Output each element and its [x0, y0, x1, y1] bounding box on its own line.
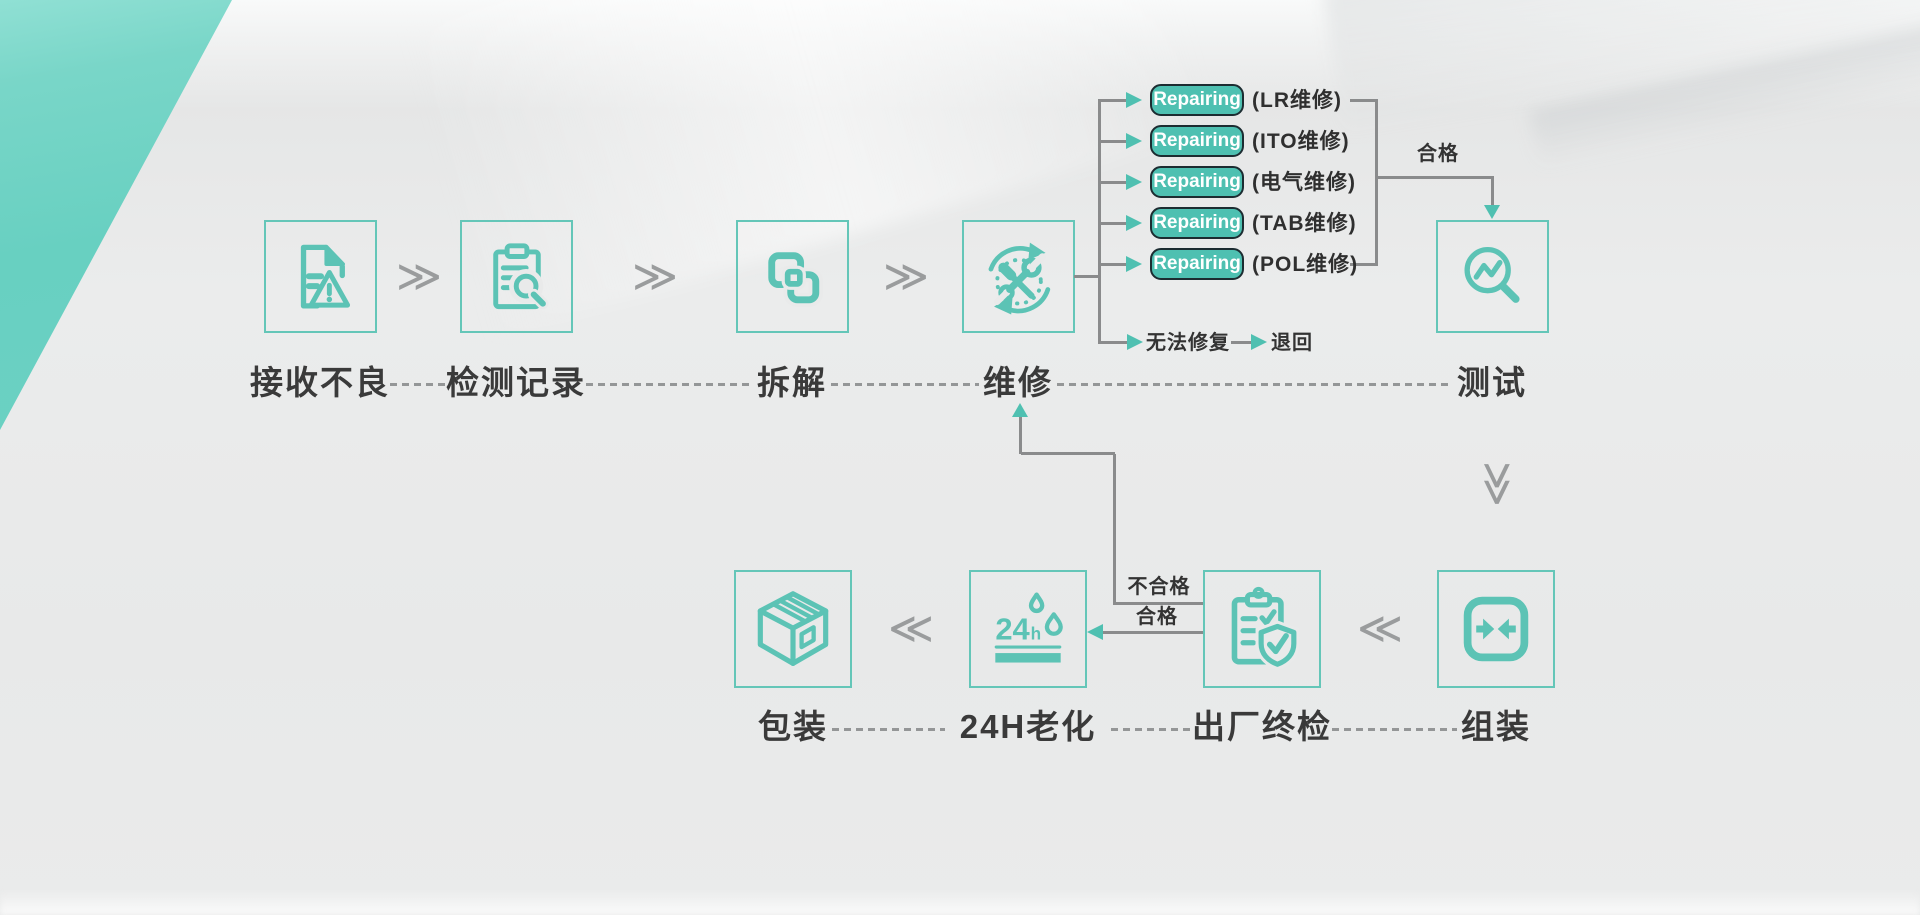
dashed-connector — [1111, 728, 1192, 731]
arrow-right-icon — [1127, 334, 1143, 350]
repair-tools-icon — [988, 242, 1050, 314]
test-analysis-icon — [1464, 246, 1520, 303]
branch-label-pol: (POL维修) — [1252, 253, 1359, 276]
arrow-right-icon — [1126, 174, 1142, 190]
node-inspection-record — [460, 220, 573, 333]
svg-text:24: 24 — [995, 611, 1030, 646]
branch-label-electrical: (电气维修) — [1252, 171, 1356, 194]
step-label-final-inspection: 出厂终检 — [1192, 708, 1332, 745]
step-label-receive-defective: 接收不良 — [250, 364, 390, 401]
chevron-right-icon: ≫ — [883, 252, 930, 301]
branch-line — [1100, 222, 1126, 225]
arrow-right-icon — [1251, 334, 1267, 350]
dashed-connector — [1057, 383, 1453, 386]
step-label-test: 测试 — [1457, 364, 1527, 401]
arrow-right-icon — [1126, 92, 1142, 108]
branch-line — [1100, 99, 1126, 102]
node-packaging — [734, 570, 852, 688]
step-label-repair: 维修 — [983, 364, 1053, 401]
chevron-right-icon: ≫ — [632, 252, 679, 301]
chevron-left-icon: ≪ — [1357, 604, 1404, 653]
node-disassemble — [736, 220, 849, 333]
node-assembly — [1437, 570, 1555, 688]
converge-line — [1350, 263, 1377, 266]
branch-line — [1100, 140, 1126, 143]
branch-line — [1100, 263, 1126, 266]
dashed-connector — [586, 383, 753, 386]
node-repair — [962, 220, 1075, 333]
clipboard-search-icon — [492, 242, 549, 309]
branch-stub-line — [1074, 275, 1101, 278]
svg-text:h: h — [1031, 623, 1042, 643]
chevron-left-icon: ≪ — [888, 604, 935, 653]
dashed-connector — [390, 383, 448, 386]
repairing-badge: Repairing — [1150, 125, 1244, 157]
node-final-inspection — [1203, 570, 1321, 688]
step-label-disassemble: 拆解 — [757, 364, 827, 401]
fail-feedback-label: 不合格 — [1127, 576, 1191, 598]
step-label-inspection-record: 检测记录 — [446, 364, 586, 401]
aging-24h-icon: 24 h — [994, 592, 1063, 663]
final-inspection-icon — [1231, 586, 1300, 671]
converge-line — [1350, 99, 1377, 102]
repairing-badge: Repairing — [1150, 166, 1244, 198]
feedback-line — [1115, 602, 1203, 605]
pass-feedback-line — [1102, 631, 1203, 634]
arrow-right-icon — [1126, 215, 1142, 231]
arrow-right-icon — [1126, 133, 1142, 149]
feedback-line — [1113, 454, 1116, 605]
chevron-down-icon: ≫ — [1473, 460, 1523, 508]
node-receive-defective — [264, 220, 377, 333]
document-alert-icon — [300, 244, 350, 309]
assemble-icon — [1463, 596, 1529, 662]
feedback-line — [1019, 417, 1022, 454]
dashed-connector — [831, 383, 979, 386]
dashed-connector — [1332, 728, 1457, 731]
feedback-line — [1021, 452, 1115, 455]
background-floor-light — [0, 889, 1920, 915]
dashed-connector — [832, 728, 945, 731]
fail-line — [1098, 341, 1128, 344]
return-label: 退回 — [1271, 332, 1313, 354]
package-box-icon — [757, 591, 829, 666]
background-light-band — [0, 0, 1920, 110]
pass-label: 合格 — [1417, 143, 1459, 165]
branch-label-lr: (LR维修) — [1252, 89, 1342, 112]
branch-label-tab: (TAB维修) — [1252, 212, 1357, 235]
branch-label-ito: (ITO维修) — [1252, 130, 1350, 153]
repairing-badge: Repairing — [1150, 84, 1244, 116]
unrepairable-label: 无法修复 — [1146, 332, 1230, 354]
disassemble-layers-icon — [767, 251, 823, 307]
arrow-left-icon — [1087, 624, 1103, 640]
node-test — [1436, 220, 1549, 333]
arrow-right-icon — [1126, 256, 1142, 272]
branch-line — [1100, 181, 1126, 184]
arrow-up-icon — [1012, 403, 1028, 417]
pass-feedback-label: 合格 — [1136, 606, 1178, 628]
step-label-aging: 24H老化 — [959, 708, 1097, 745]
node-aging-24h: 24 h — [969, 570, 1087, 688]
repairing-badge: Repairing — [1150, 248, 1244, 280]
arrow-down-icon — [1484, 205, 1500, 219]
pass-line — [1375, 176, 1494, 179]
step-label-assembly: 组装 — [1461, 708, 1531, 745]
converge-trunk-line — [1375, 99, 1378, 266]
step-label-packaging: 包装 — [758, 708, 828, 745]
chevron-right-icon: ≫ — [396, 252, 443, 301]
repairing-badge: Repairing — [1150, 207, 1244, 239]
fail-line — [1231, 341, 1252, 344]
pass-line — [1491, 176, 1494, 207]
